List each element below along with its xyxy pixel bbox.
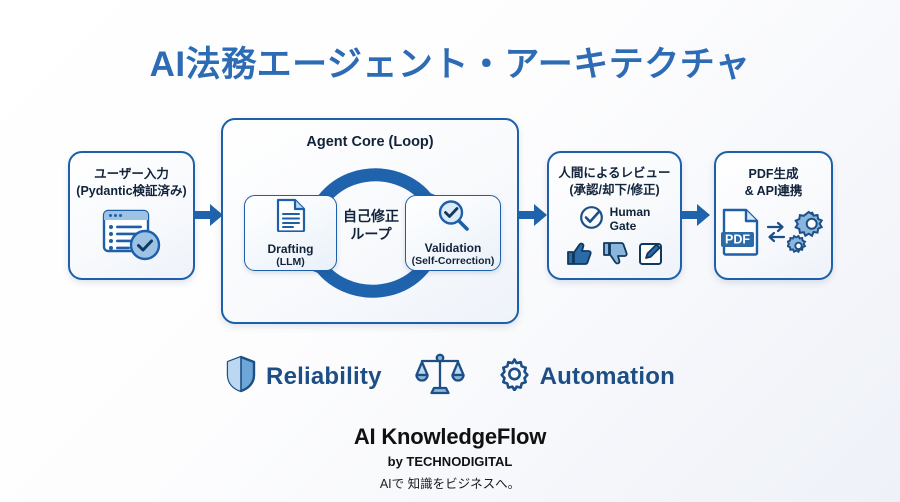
node-human-review[interactable]: 人間によるレビュー (承認/却下/修正) Human Gate: [547, 151, 682, 280]
node-user-input-label-line2: (Pydantic検証済み): [76, 183, 187, 198]
check-circle-icon: [579, 205, 604, 235]
node-validation-label: Validation: [424, 240, 482, 255]
form-check-icon: [101, 208, 163, 267]
brand-tagline: AIで 知識をビジネスへ。: [379, 477, 521, 491]
connector-arrow-1: [194, 202, 224, 233]
human-gate-line2: Gate: [609, 219, 637, 233]
page-title: AI法務エージェント・アーキテクチャ: [149, 45, 751, 84]
thumbs-up-icon[interactable]: [566, 241, 593, 271]
node-user-input-label-line1: ユーザー入力: [94, 167, 169, 181]
human-gate-line1: Human: [609, 205, 651, 220]
node-drafting-sub: (LLM): [276, 255, 305, 268]
pdf-file-label: PDF: [725, 233, 750, 247]
node-human-review-label-line1: 人間によるレビュー: [558, 166, 671, 180]
pdf-file-icon: PDF: [720, 207, 765, 262]
node-pdf-label-line1: PDF生成: [748, 167, 799, 181]
brand-by: by TECHNODIGITAL: [387, 454, 513, 469]
scales-icon: [414, 352, 465, 401]
node-validation-sub: (Self-Correction): [411, 254, 495, 267]
gear-icon: [498, 357, 531, 396]
connector-arrow-2: [518, 202, 548, 233]
footer: AI KnowledgeFlow by TECHNODIGITAL AIで 知識…: [0, 424, 900, 492]
gear-icon: [785, 209, 827, 260]
thumbs-down-icon[interactable]: [602, 241, 629, 271]
edit-pencil-icon[interactable]: [638, 241, 664, 271]
node-pdf-api[interactable]: PDF生成 & API連携 PDF: [714, 151, 833, 280]
node-agent-core-title: Agent Core (Loop): [306, 134, 434, 150]
brand-name: AI KnowledgeFlow: [353, 424, 547, 449]
node-drafting[interactable]: Drafting (LLM): [244, 195, 337, 271]
shield-icon: [225, 355, 257, 398]
loop-label-line1: 自己修正: [343, 208, 399, 224]
badge-reliability-label: Reliability: [266, 362, 382, 390]
loop-label-line2: ループ: [350, 225, 392, 242]
node-drafting-label: Drafting: [267, 241, 314, 256]
node-agent-core[interactable]: Agent Core (Loop): [221, 118, 519, 324]
badge-automation-label: Automation: [539, 362, 675, 390]
magnifier-check-icon: [436, 199, 470, 237]
node-pdf-label-line2: & API連携: [744, 183, 803, 198]
self-correction-loop-label: 自己修正 ループ: [335, 208, 407, 244]
connector-arrow-3: [681, 202, 711, 233]
document-icon: [276, 198, 306, 237]
badge-reliability: Reliability: [225, 355, 382, 398]
badge-automation: Automation: [498, 357, 675, 396]
node-validation[interactable]: Validation (Self-Correction): [405, 195, 501, 271]
badge-balance: [414, 352, 465, 401]
value-badges-row: Reliability: [0, 352, 900, 401]
node-human-review-label-line2: (承認/却下/修正): [569, 182, 660, 197]
exchange-arrows-icon: [766, 217, 786, 252]
node-user-input[interactable]: ユーザー入力 (Pydantic検証済み): [68, 151, 195, 280]
